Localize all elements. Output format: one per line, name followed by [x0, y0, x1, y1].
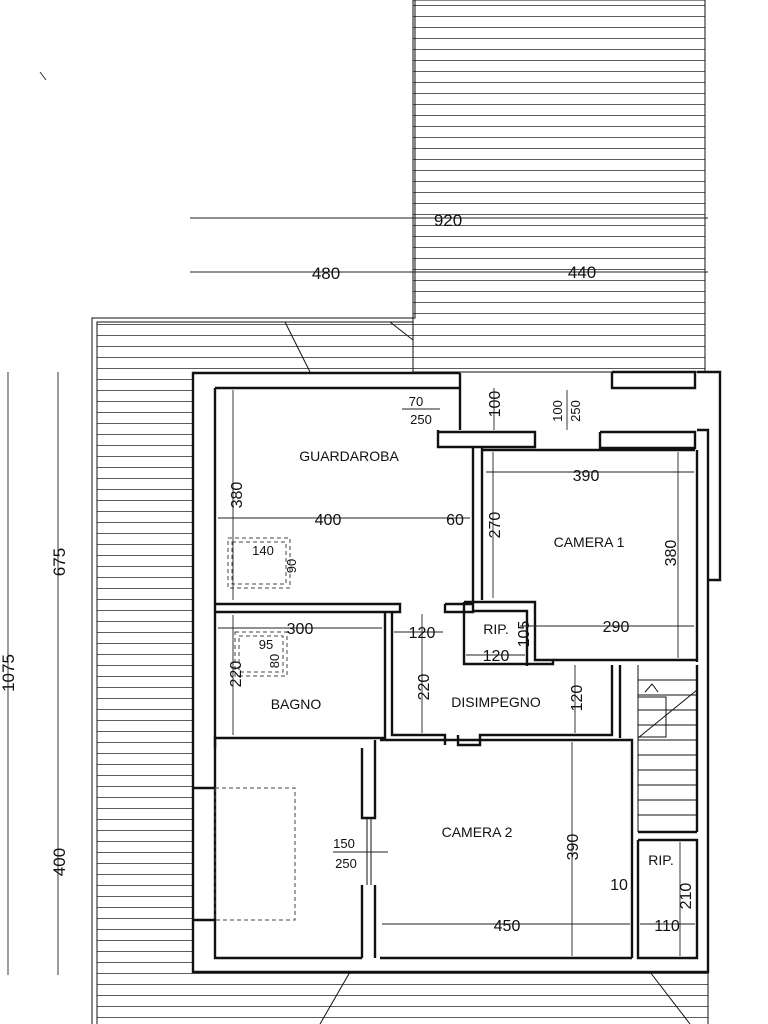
dim-cam1-270: 270: [487, 512, 504, 539]
hatched-areas: [91, 0, 709, 1024]
room-disimpegno: DISIMPEGNO: [451, 694, 541, 710]
dim-guard-width: 400: [315, 512, 342, 529]
dim-win-250: 250: [335, 856, 357, 871]
dim-cam1-290: 290: [603, 619, 630, 636]
walls: [191, 370, 722, 974]
dim-dis-120a: 120: [409, 625, 436, 642]
top-terrace: [413, 0, 705, 372]
room-camera-2: CAMERA 2: [442, 824, 513, 840]
dimension-lines: [7, 71, 708, 975]
dim-dis-220: 220: [416, 674, 433, 701]
dim-guard-height: 380: [229, 482, 246, 509]
dim-bagno-80: 80: [267, 654, 282, 668]
dim-bagno-220: 220: [228, 661, 245, 688]
dim-total-top: 920: [434, 211, 462, 230]
dim-side-upper: 675: [50, 548, 69, 576]
dim-rip-120: 120: [483, 648, 510, 665]
dim-rip-105: 105: [516, 621, 533, 648]
dim-side-lower: 400: [50, 848, 69, 876]
dim-window-top-w: 70: [409, 394, 423, 409]
bottom-roof: [193, 972, 708, 1022]
staircase: [637, 665, 698, 832]
dim-side-total: 1075: [0, 654, 18, 692]
room-guardaroba: GUARDAROBA: [299, 448, 399, 464]
dim-rip2-110: 110: [654, 918, 680, 935]
dim-cam2-10: 10: [610, 877, 628, 894]
room-bagno: BAGNO: [271, 696, 322, 712]
dim-corridor-100b: 100: [550, 400, 565, 422]
dim-box-90: 90: [284, 559, 299, 573]
dim-bagno-300: 300: [287, 621, 314, 638]
room-rip-1: RIP.: [483, 621, 508, 637]
room-labels: GUARDAROBA CAMERA 1 RIP. BAGNO DISIMPEGN…: [271, 448, 674, 868]
top-left-roof: [193, 320, 413, 372]
dim-left-top: 480: [312, 264, 340, 283]
dim-rip2-210: 210: [678, 883, 695, 910]
room-camera-1: CAMERA 1: [554, 534, 625, 550]
dim-cam2-450: 450: [494, 918, 521, 935]
dim-window-top-h: 250: [410, 412, 432, 427]
dimension-labels: 920 480 440 1075 675 400 380 400 60 70 2…: [0, 211, 695, 935]
dim-bagno-95: 95: [259, 637, 273, 652]
fixtures: [227, 537, 291, 677]
dim-guard-60: 60: [446, 512, 464, 529]
left-roof: [97, 320, 193, 1020]
dim-corridor-250: 250: [568, 400, 583, 422]
dim-box-140: 140: [252, 543, 274, 558]
dim-right-top: 440: [568, 263, 596, 282]
dim-win-150: 150: [333, 836, 355, 851]
room-rip-2: RIP.: [648, 852, 673, 868]
dim-dis-120b: 120: [569, 685, 586, 712]
dim-cam2-390: 390: [565, 834, 582, 861]
dim-cam1-height: 380: [663, 540, 680, 567]
dim-corridor-100a: 100: [487, 391, 504, 418]
dim-cam1-width: 390: [573, 468, 600, 485]
